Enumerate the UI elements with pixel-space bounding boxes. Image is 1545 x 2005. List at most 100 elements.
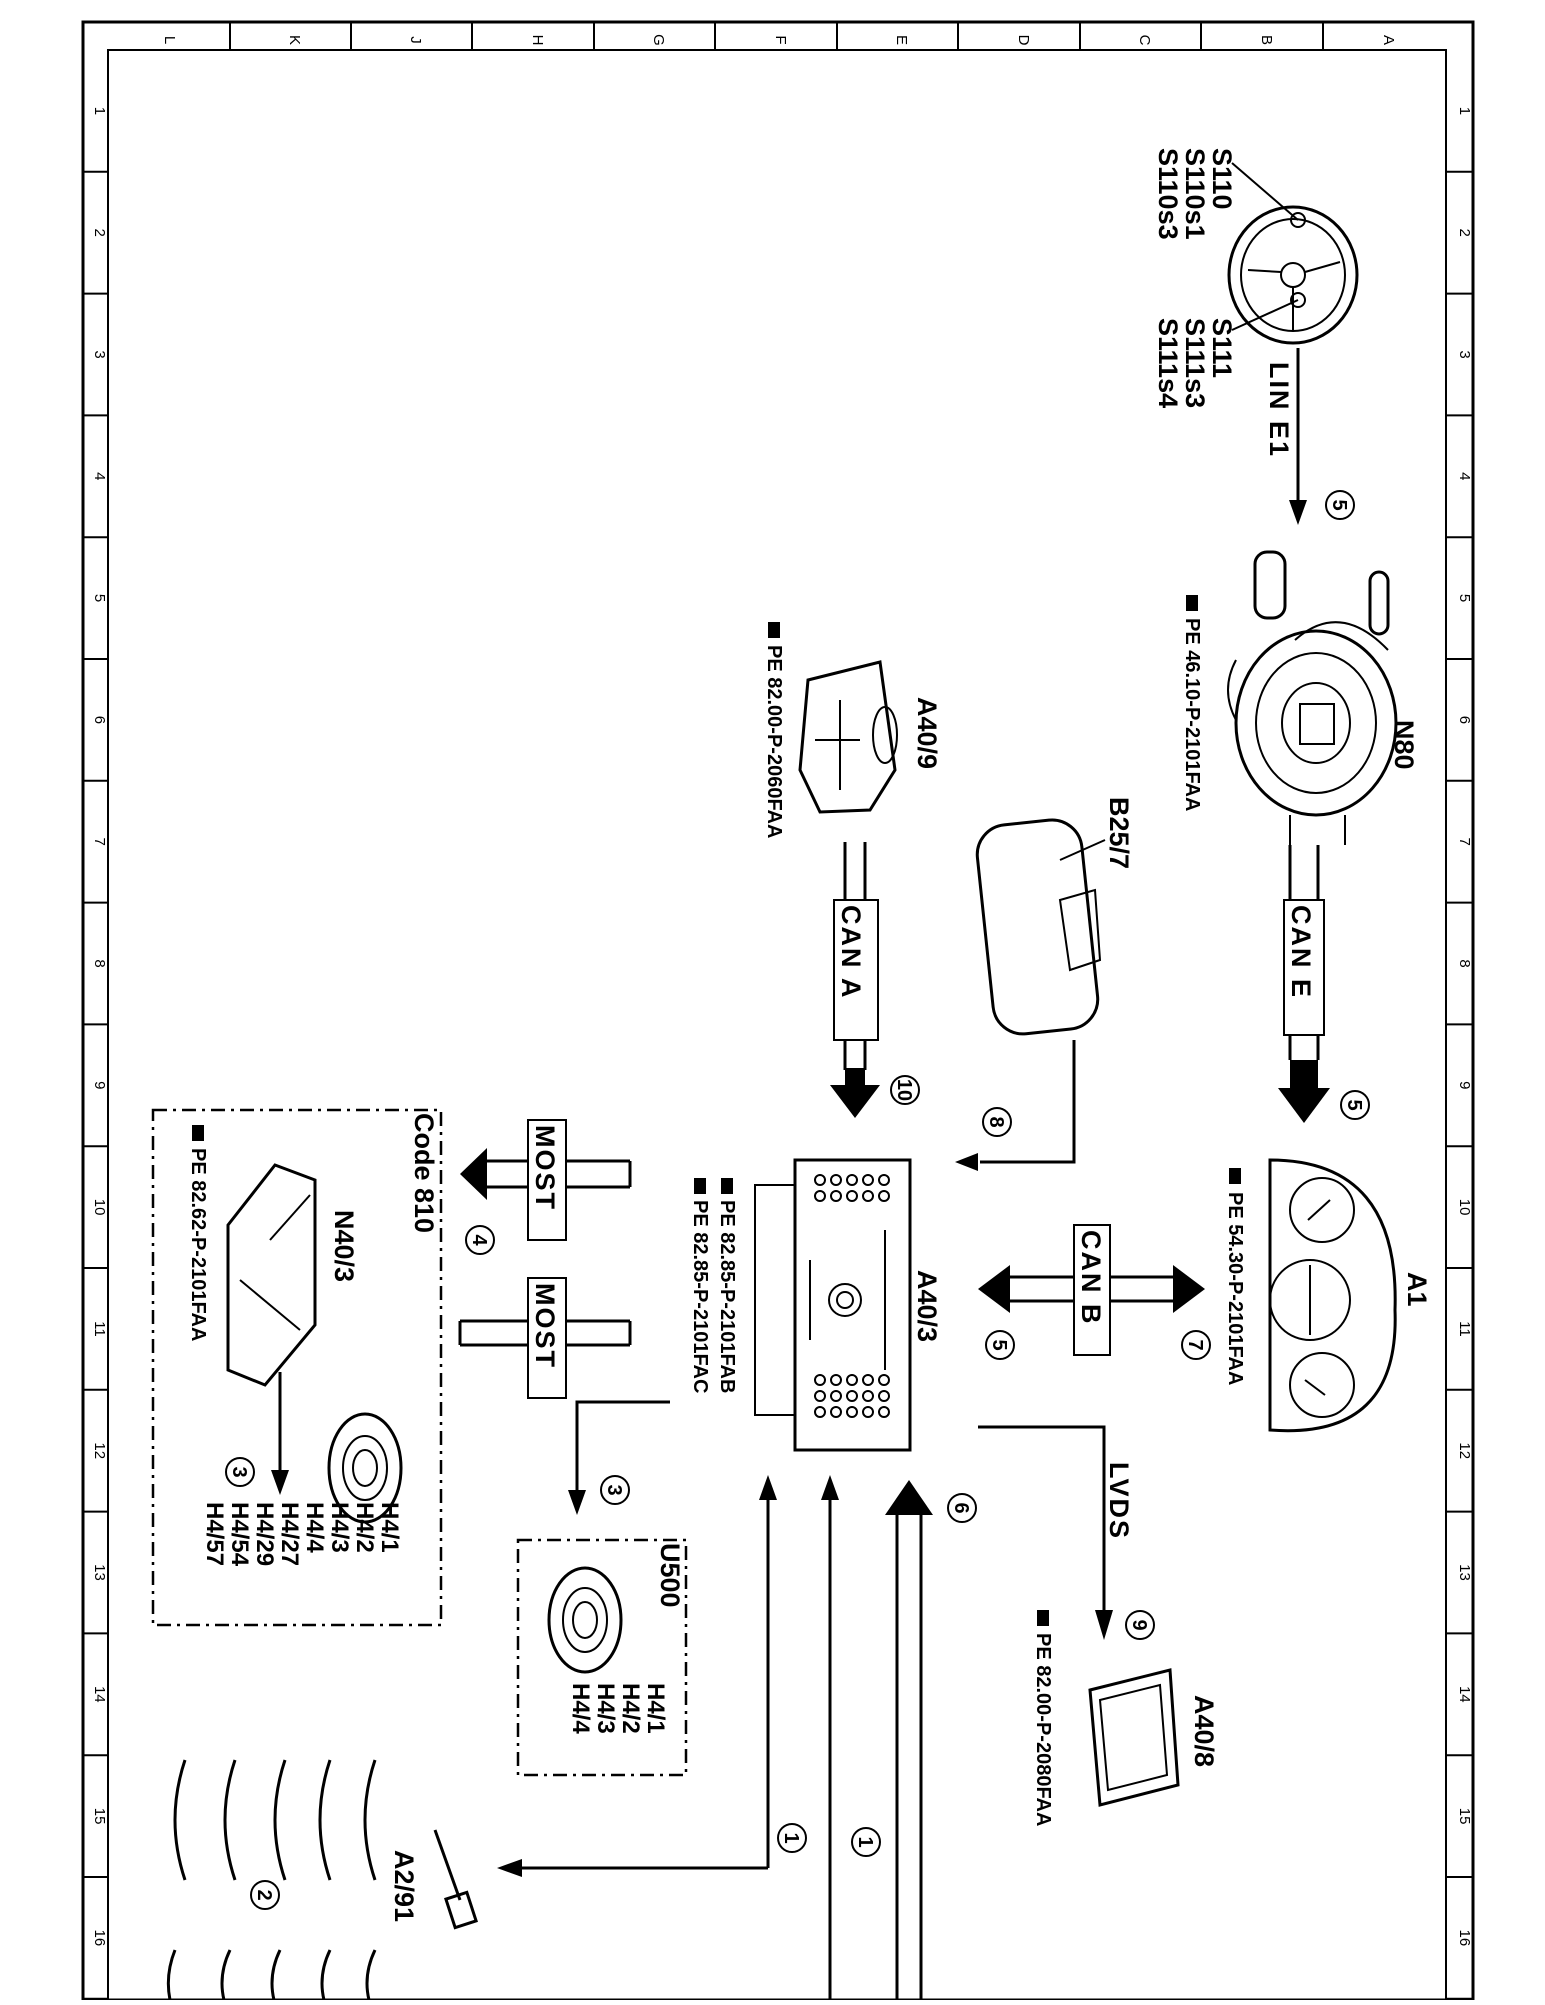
a2-91-label: A2/91 xyxy=(389,1850,419,1922)
row-label: 6 xyxy=(1456,716,1473,724)
a40-8-ref: PE 82.00-P-2080FAA xyxy=(1032,1633,1054,1826)
n40-3-reference: PE 82.62-P-2101FAA xyxy=(187,1125,209,1341)
n40-3-speaker-icon xyxy=(327,1412,403,1524)
row-label: 1 xyxy=(1456,107,1473,115)
row-label: 16 xyxy=(91,1930,108,1947)
speaker-label: H4/3 xyxy=(326,1502,353,1553)
switch-labels-left: S110 S110s1 S110s3 xyxy=(1153,148,1237,240)
reference-hand-icon xyxy=(1229,1168,1241,1184)
n80-ref: PE 46.10-P-2101FAA xyxy=(1181,618,1203,811)
n40-3-speaker-list: H4/1 H4/2 H4/3 H4/4 H4/27 H4/29 H4/54 H4… xyxy=(201,1502,403,1567)
speaker-label: H4/1 xyxy=(642,1683,669,1734)
row-label: 4 xyxy=(1456,472,1473,480)
row-label: 12 xyxy=(1456,1442,1473,1459)
can-a-connection: CAN A 10 xyxy=(830,842,920,1118)
u500-label: U500 xyxy=(655,1543,685,1608)
a1-ref: PE 54.30-P-2101FAA xyxy=(1224,1192,1246,1385)
row-label: 16 xyxy=(1456,1930,1473,1947)
callout-number: 8 xyxy=(985,1116,1007,1127)
callout-number: 2 xyxy=(253,1889,275,1900)
column-labels: L K J H G F E D C B A xyxy=(161,34,1397,46)
switch-label: S111s4 xyxy=(1153,318,1183,408)
reference-hand-icon xyxy=(1037,1610,1049,1626)
row-label: 3 xyxy=(1456,350,1473,358)
callout-number: 5 xyxy=(1343,1099,1365,1110)
speaker-label: H4/1 xyxy=(376,1502,403,1553)
row-label: 9 xyxy=(91,1081,108,1089)
can-e-connection: CAN E 5 xyxy=(1278,845,1370,1123)
a40-9-camera xyxy=(798,660,898,814)
row-label: 8 xyxy=(91,959,108,967)
switch-labels-right: S111 S111s3 S111s4 xyxy=(1153,318,1237,408)
row-label: 14 xyxy=(91,1686,108,1703)
b25-7-connection: 8 xyxy=(955,1040,1076,1171)
callout-number: 6 xyxy=(950,1502,972,1513)
speaker-label: H4/29 xyxy=(251,1502,278,1566)
reference-hand-icon xyxy=(768,622,780,638)
a2-91-antenna xyxy=(433,1829,478,1930)
row-label: 9 xyxy=(1456,1081,1473,1089)
column-label: J xyxy=(407,36,424,44)
column-label: L xyxy=(161,36,178,44)
row-label: 13 xyxy=(91,1564,108,1581)
column-label: C xyxy=(1136,35,1153,46)
u500-speaker-list: H4/1 H4/2 H4/3 H4/4 xyxy=(567,1683,669,1734)
row-label: 4 xyxy=(91,472,108,480)
column-label: B xyxy=(1258,35,1275,45)
row-label: 2 xyxy=(1456,229,1473,237)
row-label: 7 xyxy=(91,838,108,846)
speaker-label: H4/27 xyxy=(276,1502,303,1566)
speaker-label: H4/57 xyxy=(201,1502,228,1566)
row-label: 8 xyxy=(1456,959,1473,967)
a40-9-ref: PE 82.00-P-2060FAA xyxy=(763,645,785,838)
callout-number: 3 xyxy=(603,1484,625,1495)
callout-number: 1 xyxy=(854,1836,876,1847)
a40-3-label: A40/3 xyxy=(912,1270,942,1342)
speaker-label: H4/4 xyxy=(301,1502,328,1553)
row-label: 7 xyxy=(1456,838,1473,846)
n40-3-label: N40/3 xyxy=(329,1210,359,1282)
column-label: F xyxy=(772,35,789,44)
row-label: 10 xyxy=(1456,1199,1473,1216)
switch-label: S110s1 xyxy=(1180,148,1210,240)
most-connection-1: MOST 4 xyxy=(460,1119,632,1255)
a40-3-ref-1: PE 82.85-P-2101FAB xyxy=(716,1200,738,1393)
row-label: 11 xyxy=(1456,1321,1473,1337)
reference-hand-icon xyxy=(1186,595,1198,611)
a40-8-reference: PE 82.00-P-2080FAA xyxy=(1032,1610,1054,1826)
n80-steering-column-module xyxy=(1227,550,1398,845)
column-label: H xyxy=(529,35,546,46)
sheet-frame xyxy=(81,20,1475,2002)
row-label: 1 xyxy=(91,107,108,115)
callout-number: 1 xyxy=(780,1832,802,1843)
row-label: 12 xyxy=(91,1442,108,1459)
lin-e1-label: LIN E1 xyxy=(1264,362,1294,458)
row-label: 3 xyxy=(91,350,108,358)
reference-hand-icon xyxy=(694,1178,706,1194)
n80-label: N80 xyxy=(1389,720,1419,770)
n40-3-speaker-connection: 3 xyxy=(225,1372,289,1495)
radio-waves-icon xyxy=(166,1759,377,2001)
row-label: 13 xyxy=(1456,1564,1473,1581)
column-label: G xyxy=(650,34,667,46)
speaker-label: H4/2 xyxy=(351,1502,378,1553)
can-b-connection: CAN B 7 5 xyxy=(978,1224,1211,1360)
can-a-label: CAN A xyxy=(836,905,866,1000)
a40-3-reference: PE 82.85-P-2101FAB PE 82.85-P-2101FAC xyxy=(689,1178,738,1393)
column-label: A xyxy=(1380,35,1397,45)
a40-3-head-unit xyxy=(754,1158,912,1452)
callout-number: 9 xyxy=(1128,1619,1150,1630)
speaker-label: H4/54 xyxy=(226,1502,253,1567)
a40-9-label: A40/9 xyxy=(912,697,942,769)
a40-8-label: A40/8 xyxy=(1189,1695,1219,1767)
b25-7-rain-light-sensor-mirror xyxy=(975,818,1106,1036)
callout-number: 5 xyxy=(988,1339,1010,1350)
most-label: MOST xyxy=(530,1125,560,1211)
n40-3-ref: PE 82.62-P-2101FAA xyxy=(187,1148,209,1341)
b25-7-label: B25/7 xyxy=(1104,797,1134,869)
row-label: 11 xyxy=(91,1321,108,1337)
n40-3-sound-amplifier xyxy=(226,1163,317,1387)
